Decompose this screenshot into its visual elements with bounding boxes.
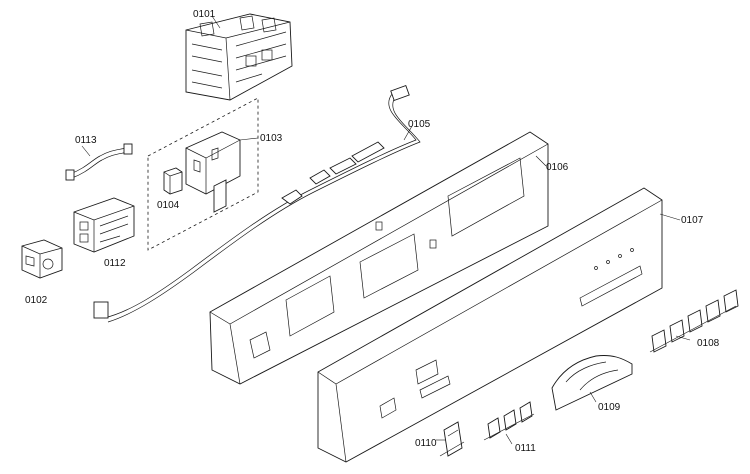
part-0102-sensor[interactable]: [21, 239, 63, 279]
part-0110-button[interactable]: [439, 421, 465, 457]
part-0103-group[interactable]: [147, 97, 259, 251]
label-0108[interactable]: 0108: [697, 338, 720, 349]
label-0105[interactable]: 0105: [408, 119, 431, 130]
part-0106-frame[interactable]: [209, 131, 549, 385]
label-0107[interactable]: 0107: [681, 215, 704, 226]
leader-lines: [81, 15, 691, 445]
part-0101-power-module[interactable]: [185, 13, 293, 101]
label-0106[interactable]: 0106: [546, 162, 569, 173]
part-0112-control-module[interactable]: [73, 197, 135, 253]
label-0110[interactable]: 0110: [415, 438, 437, 449]
label-0102[interactable]: 0102: [25, 295, 48, 306]
part-0111-button-set[interactable]: [483, 401, 535, 441]
label-0101[interactable]: 0101: [193, 9, 216, 20]
part-0105-wiring-harness[interactable]: [93, 84, 421, 323]
part-0113-cable[interactable]: [65, 143, 133, 181]
part-0108-button-set[interactable]: [649, 289, 739, 353]
part-labels: 0101 0102 0103 0104 0105 0106 0107 0108 …: [25, 9, 720, 454]
label-0111[interactable]: 0111: [515, 443, 536, 454]
label-0104[interactable]: 0104: [157, 200, 180, 211]
label-0103[interactable]: 0103: [260, 133, 283, 144]
label-0113[interactable]: 0113: [75, 135, 97, 146]
part-0104-relay[interactable]: [163, 167, 183, 195]
label-0112[interactable]: 0112: [104, 258, 126, 269]
label-0109[interactable]: 0109: [598, 402, 621, 413]
part-0107-front-panel[interactable]: [317, 187, 663, 463]
part-0109-display-cover[interactable]: [551, 355, 633, 411]
